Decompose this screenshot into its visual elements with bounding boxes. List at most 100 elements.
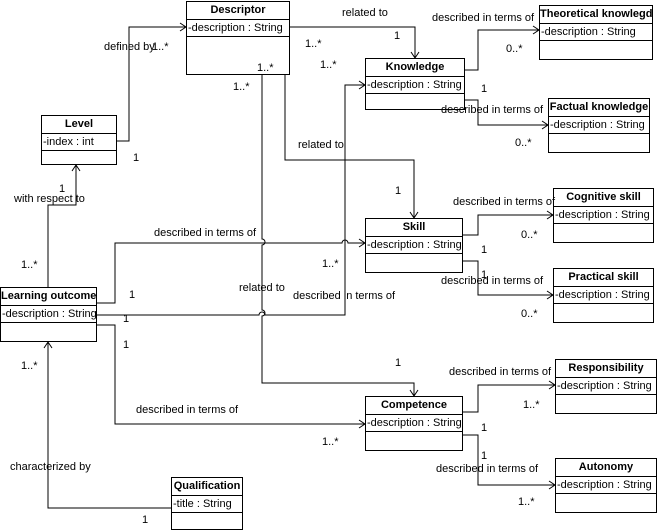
label-knowledge-factual: described in terms of — [441, 104, 544, 116]
assoc-learning-skill — [97, 239, 365, 304]
label-skill-practical: described in terms of — [441, 275, 544, 287]
assoc-learning-knowledge — [97, 84, 365, 316]
class-name: Level — [42, 116, 116, 134]
class-attribute: -description : String — [187, 20, 289, 37]
assoc-qualification-learning — [47, 342, 171, 509]
assoc-competence-autonomy — [463, 434, 555, 486]
class-name: Descriptor — [187, 2, 289, 20]
class-attribute: -title : String — [172, 496, 242, 513]
label-learning-knowledge: described in terms of — [293, 290, 396, 302]
class-operations — [554, 224, 653, 238]
assoc-level-descriptor — [117, 26, 186, 142]
class-operations — [1, 323, 96, 337]
assoc-knowledge-factual — [465, 99, 548, 126]
class-attribute: -description : String — [540, 24, 652, 41]
mult-learning-qualification: 1..* — [21, 360, 38, 372]
assoc-descriptor-skill — [284, 45, 415, 218]
label-characterized-by: characterized by — [10, 461, 91, 473]
class-name: Cognitive skill — [554, 189, 653, 207]
class-operations — [556, 395, 656, 409]
class-operations — [554, 304, 653, 318]
class-operations — [556, 494, 656, 508]
mult-skill-cognitive: 0..* — [521, 229, 538, 241]
class-attribute: -description : String — [366, 237, 462, 254]
class-name: Learning outcome — [1, 288, 96, 306]
mult-knowledge-theoretical: 0..* — [506, 43, 523, 55]
arrowhead — [43, 341, 53, 349]
label-knowledge-theoretical: described in terms of — [432, 12, 535, 24]
class-name: Skill — [366, 219, 462, 237]
label-skill-cognitive: described in terms of — [453, 196, 556, 208]
mult-descriptor-knowledge-2: 1..* — [320, 59, 337, 71]
mult-knowledge-theoretical-src: 1 — [481, 83, 488, 95]
assoc-skill-practical — [463, 260, 553, 296]
mult-skill-practical: 0..* — [521, 308, 538, 320]
label-competence-responsibility: described in terms of — [449, 366, 552, 378]
mult-skill-cognitive-src: 1 — [481, 244, 488, 256]
mult-descriptor-skill: 1..* — [257, 62, 274, 74]
class-operations — [187, 37, 289, 51]
class-name: Knowledge — [366, 59, 464, 77]
class-theoretical-knowledge[interactable]: Theoretical knowlegde -description : Str… — [539, 5, 653, 60]
class-descriptor[interactable]: Descriptor -description : String — [186, 1, 290, 75]
class-competence[interactable]: Competence -description : String — [365, 396, 463, 451]
assoc-competence-responsibility — [463, 384, 555, 413]
class-name: Theoretical knowlegde — [540, 6, 652, 24]
class-operations — [172, 513, 242, 527]
label-related-to-competence: related to — [239, 282, 285, 294]
class-attribute: -description : String — [1, 306, 96, 323]
mult-level-1: 1 — [133, 152, 140, 164]
mult-descriptor-knowledge-1: 1..* — [305, 38, 322, 50]
class-practical-skill[interactable]: Practical skill -description : String — [553, 268, 654, 323]
class-attribute: -description : String — [556, 378, 656, 395]
mult-competence-autonomy: 1..* — [518, 496, 535, 508]
assoc-skill-cognitive — [463, 214, 553, 236]
class-responsibility[interactable]: Responsibility -description : String — [555, 359, 657, 414]
mult-competence-end: 1 — [395, 357, 402, 369]
mult-skill-learning: 1..* — [322, 258, 339, 270]
class-attribute: -description : String — [366, 77, 464, 94]
mult-learning-respect: 1..* — [21, 259, 38, 271]
assoc-learning-level — [47, 165, 77, 287]
class-attribute: -description : String — [554, 207, 653, 224]
class-factual-knowledge[interactable]: Factual knowledge -description : String — [548, 98, 650, 153]
assoc-descriptor-competence — [261, 75, 415, 396]
assoc-descriptor-knowledge — [290, 26, 416, 58]
class-learning-outcome[interactable]: Learning outcome -description : String — [0, 287, 97, 342]
class-autonomy[interactable]: Autonomy -description : String — [555, 458, 657, 513]
class-operations — [366, 254, 462, 268]
label-defined-by: defined by — [104, 41, 155, 53]
class-operations — [42, 151, 116, 165]
mult-knowledge-factual: 0..* — [515, 137, 532, 149]
mult-competence-learning: 1..* — [322, 436, 339, 448]
class-level[interactable]: Level -index : int — [41, 115, 117, 165]
class-name: Practical skill — [554, 269, 653, 287]
class-attribute: -description : String — [549, 117, 649, 134]
class-name: Competence — [366, 397, 462, 415]
class-operations — [540, 41, 652, 55]
class-attribute: -description : String — [554, 287, 653, 304]
label-competence-autonomy: described in terms of — [436, 463, 539, 475]
class-name: Responsibility — [556, 360, 656, 378]
label-with-respect-to: with respect to — [14, 193, 85, 205]
class-attribute: -description : String — [556, 477, 656, 494]
class-operations — [366, 432, 462, 446]
class-name: Autonomy — [556, 459, 656, 477]
class-operations — [549, 134, 649, 148]
class-skill[interactable]: Skill -description : String — [365, 218, 463, 273]
class-qualification[interactable]: Qualification -title : String — [171, 477, 243, 530]
mult-skill-practical-src: 1 — [481, 269, 488, 281]
label-related-to-skill: related to — [298, 139, 344, 151]
label-related-to-knowledge: related to — [342, 7, 388, 19]
mult-qualification: 1 — [142, 514, 149, 526]
mult-knowledge-end: 1 — [394, 30, 401, 42]
class-knowledge[interactable]: Knowledge -description : String — [365, 58, 465, 110]
mult-defined-by: 1..* — [152, 41, 169, 53]
mult-competence-autonomy-src: 1 — [481, 450, 488, 462]
class-cognitive-skill[interactable]: Cognitive skill -description : String — [553, 188, 654, 243]
arrowhead — [71, 164, 81, 172]
label-learning-competence: described in terms of — [136, 404, 239, 416]
mult-level-2: 1 — [59, 183, 66, 195]
